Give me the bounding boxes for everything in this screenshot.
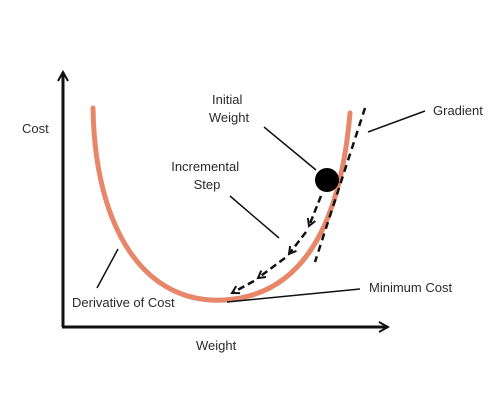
gradient-leader [367, 110, 426, 133]
step-arrow [258, 256, 286, 278]
minimum-cost-label: Minimum Cost [369, 280, 452, 295]
derivative-of-cost-label: Derivative of Cost [72, 295, 175, 310]
incremental-step-arrows [232, 195, 323, 293]
incremental-step-label: Incremental Step [171, 159, 243, 192]
initial-weight-line-1: Initial [212, 92, 242, 107]
x-axis-label: Weight [196, 338, 237, 353]
cost-curve [90, 105, 353, 303]
step-arrow [232, 279, 255, 293]
initial-weight-leader [263, 126, 317, 171]
initial-weight-ball [315, 168, 339, 192]
derivative-of-cost-leader [96, 248, 119, 289]
initial-weight-line-2: Weight [209, 110, 250, 125]
incremental-step-line-1: Incremental [171, 159, 239, 174]
gradient-tangent-line [313, 107, 367, 263]
incremental-step-line-2: Step [194, 177, 221, 192]
y-axis-label: Cost [22, 121, 49, 136]
minimum-cost-leader [226, 288, 361, 303]
step-arrow [289, 231, 307, 254]
step-arrow [309, 195, 323, 226]
initial-weight-label: Initial Weight [209, 92, 250, 125]
incremental-step-leader [229, 195, 280, 239]
gradient-label: Gradient [433, 103, 483, 118]
